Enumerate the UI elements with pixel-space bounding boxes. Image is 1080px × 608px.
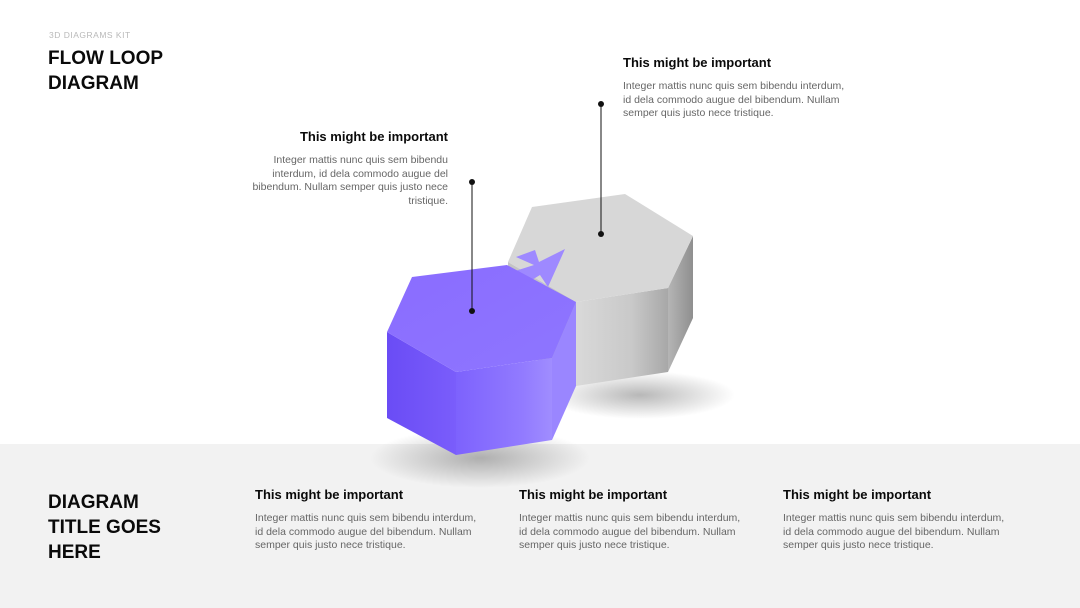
callout-right: This might be important Integer mattis n… (623, 55, 847, 121)
callout-right-body: Integer mattis nunc quis sem bibendu int… (623, 80, 845, 119)
bottom-item-2: This might be important Integer mattis n… (519, 487, 747, 553)
callout-left-heading: This might be important (299, 129, 448, 144)
callout-left-body: Integer mattis nunc quis sem bibendu int… (252, 154, 448, 207)
page-title: FLOW LOOP DIAGRAM (48, 48, 164, 94)
bottom-item-heading: This might be important (255, 487, 404, 502)
bottom-item-3: This might be important Integer mattis n… (783, 487, 1011, 553)
bottom-item-body: Integer mattis nunc quis sem bibendu int… (783, 512, 1005, 551)
diagram-title: DIAGRAM TITLE GOES HERE (48, 492, 161, 563)
purple-hexagon-block (387, 265, 576, 455)
purple-block-shadow (370, 428, 590, 488)
callout-left: This might be important Integer mattis n… (232, 129, 448, 208)
bottom-item-heading: This might be important (519, 487, 668, 502)
bottom-item-heading: This might be important (783, 487, 932, 502)
connector-right (598, 101, 604, 237)
bottom-item-body: Integer mattis nunc quis sem bibendu int… (519, 512, 741, 551)
connector-left (469, 179, 475, 314)
bottom-item-body: Integer mattis nunc quis sem bibendu int… (255, 512, 477, 551)
bottom-item-1: This might be important Integer mattis n… (255, 487, 483, 553)
callout-right-heading: This might be important (623, 55, 772, 70)
kit-label: 3D DIAGRAMS KIT (49, 30, 131, 40)
